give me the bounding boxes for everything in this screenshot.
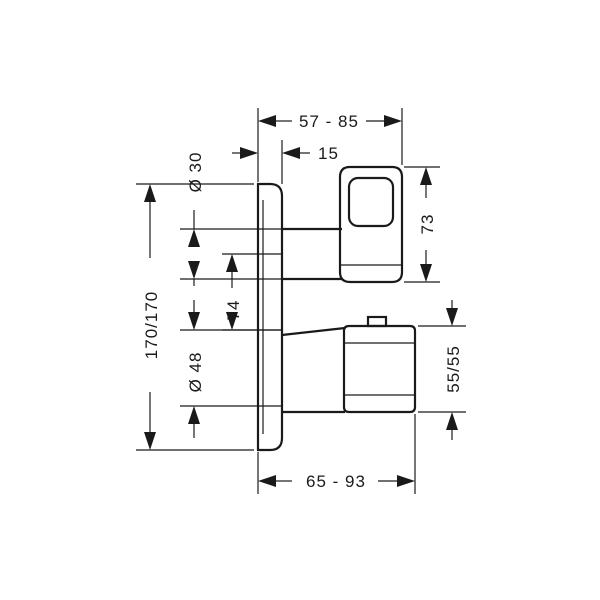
wall-plate (256, 182, 284, 452)
lever-handle (338, 165, 404, 284)
lower-body (281, 326, 346, 414)
upper-spindle (282, 227, 342, 281)
label-diameter-48: Ø 48 (186, 352, 205, 393)
dim-diameter-30: Ø 30 (180, 152, 282, 286)
label-15: 15 (318, 144, 339, 163)
label-170-170: 170/170 (142, 291, 161, 359)
dim-15: 15 (232, 140, 339, 184)
dim-73: 73 (404, 166, 440, 283)
label-73: 73 (418, 214, 437, 235)
dim-74: 74 (222, 253, 282, 331)
dim-diameter-48: Ø 48 (180, 300, 282, 438)
dim-57-85: 57 - 85 (257, 108, 403, 182)
dim-55-55: 55/55 (418, 300, 466, 440)
label-65-93: 65 - 93 (306, 472, 366, 491)
label-57-85: 57 - 85 (299, 112, 359, 131)
dim-65-93: 65 - 93 (257, 414, 416, 494)
label-diameter-30: Ø 30 (186, 152, 205, 193)
thermostat-knob (342, 315, 417, 414)
label-74: 74 (224, 300, 243, 321)
dim-170-170: 170/170 (136, 183, 254, 451)
label-55-55: 55/55 (444, 345, 463, 393)
